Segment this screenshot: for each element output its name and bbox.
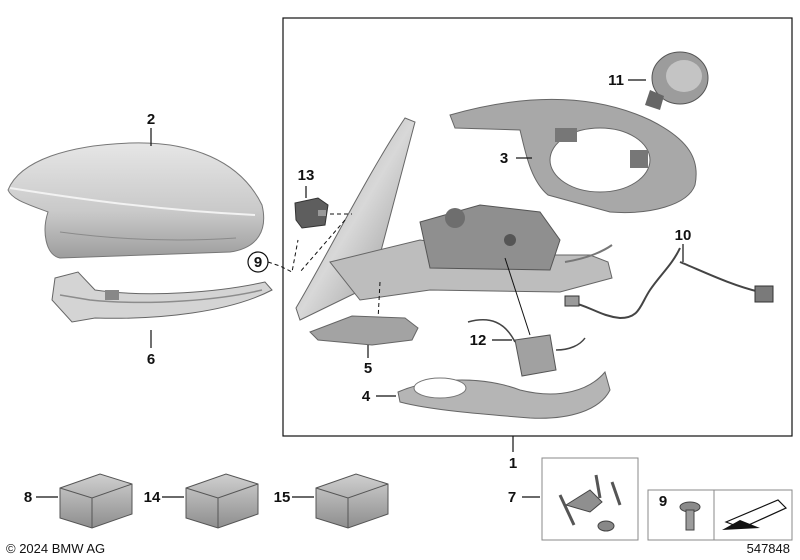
screw-part[interactable] bbox=[679, 501, 701, 531]
mirror-base-part[interactable] bbox=[329, 204, 613, 301]
callout-15: 15 bbox=[274, 489, 291, 506]
mirror-cap-part[interactable] bbox=[7, 142, 265, 259]
parts-box-15[interactable] bbox=[315, 473, 389, 529]
mirror-glass-part[interactable] bbox=[295, 117, 416, 321]
parts-box-14[interactable] bbox=[185, 473, 259, 529]
wiring-harness-part[interactable] bbox=[564, 247, 774, 320]
callout-6: 6 bbox=[147, 351, 155, 368]
lower-trim-part[interactable] bbox=[397, 370, 611, 419]
callout-2: 2 bbox=[147, 111, 155, 128]
diagram-id-text: 547848 bbox=[747, 541, 790, 556]
reference-symbol-icon bbox=[722, 499, 788, 530]
callout-12: 12 bbox=[470, 332, 487, 349]
callout-5: 5 bbox=[364, 360, 372, 377]
parts-box-8[interactable] bbox=[59, 473, 133, 529]
connector-part[interactable] bbox=[294, 197, 329, 229]
assembly-frame bbox=[282, 17, 793, 437]
callout-10: 10 bbox=[675, 227, 692, 244]
turn-signal-part[interactable] bbox=[51, 271, 273, 323]
mirror-actuator-part[interactable] bbox=[645, 51, 709, 110]
callout-13: 13 bbox=[298, 167, 315, 184]
small-parts-kit-frame bbox=[541, 457, 639, 541]
housing-bracket-part[interactable] bbox=[449, 99, 697, 213]
callout-7: 7 bbox=[508, 489, 516, 506]
copyright-text: © 2024 BMW AG bbox=[6, 541, 105, 556]
callout-9-circle: 9 bbox=[254, 254, 262, 271]
callout-3: 3 bbox=[500, 150, 508, 167]
base-cover-part[interactable] bbox=[309, 315, 419, 346]
callout-1: 1 bbox=[509, 455, 517, 472]
callout-8: 8 bbox=[24, 489, 32, 506]
screw-box-frame bbox=[647, 489, 793, 541]
control-module-part[interactable] bbox=[467, 257, 586, 377]
callout-4: 4 bbox=[362, 388, 371, 405]
callout-9-box: 9 bbox=[659, 493, 667, 510]
callout-11: 11 bbox=[608, 72, 624, 89]
callout-14: 14 bbox=[144, 489, 161, 506]
small-parts-kit-part[interactable] bbox=[558, 474, 622, 532]
